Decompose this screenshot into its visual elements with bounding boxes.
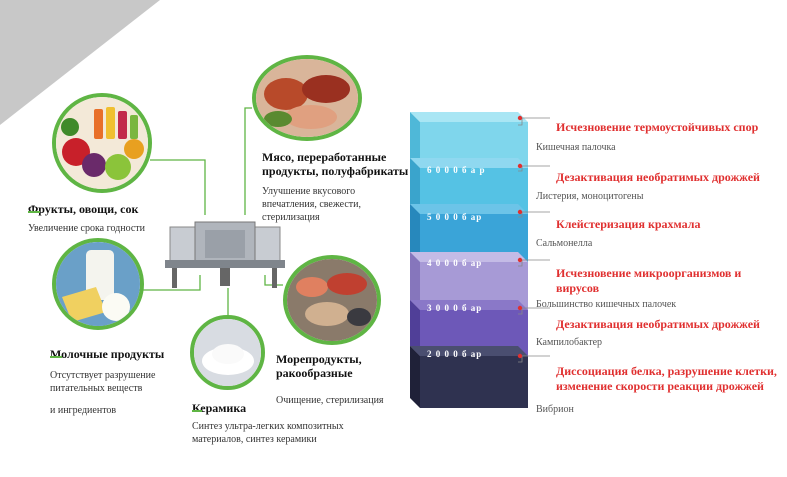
organism-1: Кишечная палочка bbox=[536, 142, 616, 153]
pressure-label-3000: 3 0 0 0 б ар bbox=[427, 303, 483, 313]
title-underline bbox=[50, 356, 62, 358]
category-title-dairy: Молочные продукты bbox=[50, 347, 165, 361]
machine-illustration bbox=[165, 221, 285, 288]
step-2 bbox=[410, 158, 528, 214]
category-desc-ceramics-2: материалов, синтез керамики bbox=[192, 434, 317, 445]
organism-6: Вибрион bbox=[536, 404, 574, 415]
step-5 bbox=[410, 300, 528, 356]
dairy-image bbox=[52, 238, 144, 330]
effect-1: Исчезновение термоустойчивых спор bbox=[556, 120, 759, 134]
step-1 bbox=[410, 112, 528, 168]
pressure-label-6000: 6 0 0 0 б а р bbox=[427, 165, 486, 175]
ceramics-image bbox=[190, 315, 265, 390]
step-3 bbox=[410, 204, 528, 262]
category-desc-seafood: Очищение, стерилизация bbox=[276, 395, 384, 406]
pressure-label-2000: 2 0 0 0 б ар bbox=[427, 349, 483, 359]
fruits-illustration bbox=[56, 97, 148, 189]
effect-4: Исчезновение микроорганизмов и вирусов bbox=[556, 266, 742, 295]
step-6 bbox=[410, 346, 528, 408]
fruits-image bbox=[52, 93, 152, 193]
category-title-seafood: Морепродукты, ракообразные bbox=[276, 352, 362, 380]
category-title-meat: Мясо, переработанные продукты, полуфабри… bbox=[262, 150, 409, 178]
step-4 bbox=[410, 252, 528, 310]
category-title-ceramics: Керамика bbox=[192, 401, 247, 415]
category-desc-fruits: Увеличение срока годности bbox=[28, 223, 146, 234]
effect-2: Дезактивация необратимых дрожжей bbox=[556, 170, 760, 184]
organism-3: Сальмонелла bbox=[536, 238, 593, 249]
category-title-fruits: Фрукты, овощи, сок bbox=[28, 202, 139, 216]
title-underline bbox=[192, 410, 202, 412]
ceramics-illustration bbox=[194, 319, 261, 386]
dairy-illustration bbox=[56, 242, 140, 326]
category-desc-meat-1: Улучшение вкусового bbox=[262, 186, 356, 197]
seafood-illustration bbox=[287, 259, 377, 341]
category-desc-meat-3: стерилизация bbox=[262, 212, 320, 223]
effect-3: Клейстеризация крахмала bbox=[556, 217, 701, 231]
category-desc-dairy-2: питательных веществ bbox=[50, 383, 143, 394]
hpp-machine-image bbox=[160, 212, 290, 292]
organism-5: Кампилобактер bbox=[536, 337, 603, 348]
meat-image bbox=[252, 55, 362, 141]
category-desc-ceramics-1: Синтез ультра-легких композитных bbox=[192, 421, 344, 432]
organism-2: Листерия, моноцитогены bbox=[536, 191, 644, 202]
category-desc-dairy-1: Отсутствует разрушение bbox=[50, 370, 156, 381]
effect-5: Дезактивация необратимых дрожжей bbox=[556, 317, 760, 331]
title-underline bbox=[28, 211, 40, 213]
seafood-image bbox=[283, 255, 381, 345]
category-desc-meat-2: впечатления, свежести, bbox=[262, 199, 361, 210]
pressure-label-4000: 4 0 0 0 б ар bbox=[427, 258, 483, 268]
meat-illustration bbox=[256, 59, 358, 137]
organism-4: Большинство кишечных палочек bbox=[536, 299, 677, 310]
pressure-label-5000: 5 0 0 0 б ар bbox=[427, 212, 483, 222]
category-desc-dairy-3: и ингредиентов bbox=[50, 405, 117, 416]
effect-6: Диссоциация белка, разрушение клетки, из… bbox=[556, 364, 777, 393]
